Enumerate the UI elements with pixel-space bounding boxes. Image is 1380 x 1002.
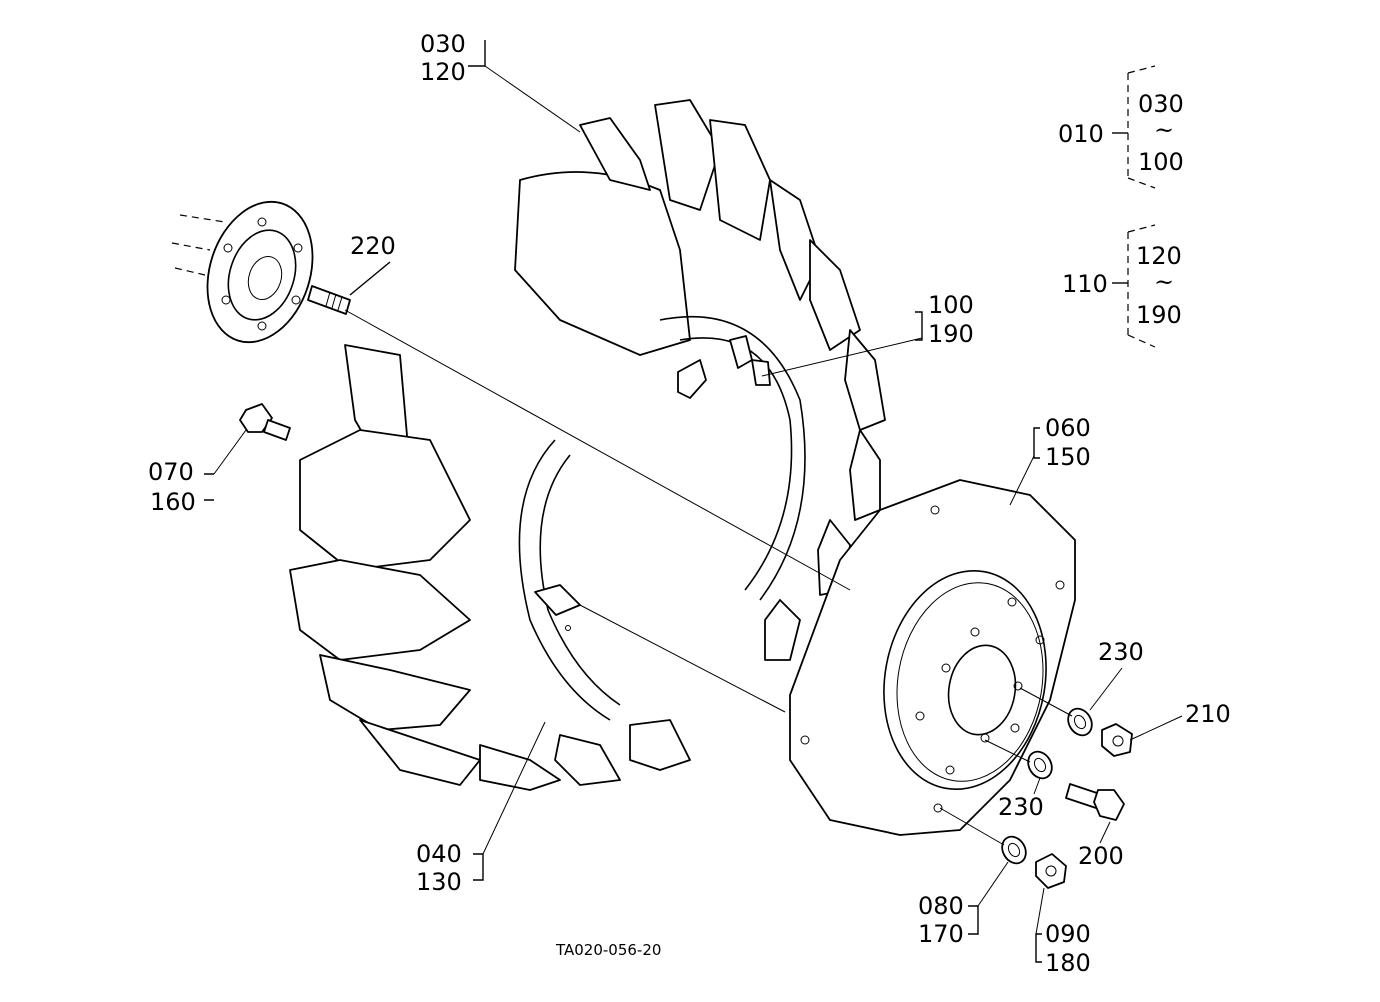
stud-bolt bbox=[307, 285, 351, 315]
part-label-160-bolt: 160 bbox=[150, 488, 196, 516]
assembly-label-010: 010 bbox=[1058, 120, 1104, 148]
axle-hub-flange bbox=[171, 200, 314, 344]
tire-upper-half bbox=[514, 99, 886, 661]
part-label-210-nut: 210 bbox=[1185, 700, 1231, 728]
part-label-230-washer-lower: 230 bbox=[998, 793, 1044, 821]
range-separator-010: ~ bbox=[1154, 116, 1174, 144]
part-label-060-disc: 060 bbox=[1045, 414, 1091, 442]
group-bracket-110 bbox=[1112, 224, 1156, 348]
tire-lower-half bbox=[289, 344, 691, 791]
part-label-230-washer-upper: 230 bbox=[1098, 638, 1144, 666]
part-label-150-disc: 150 bbox=[1045, 443, 1091, 471]
range-end-100: 100 bbox=[1138, 148, 1184, 176]
part-label-130-rim: 130 bbox=[416, 868, 462, 896]
part-label-170-washer: 170 bbox=[918, 920, 964, 948]
part-label-200-bolt: 200 bbox=[1078, 842, 1124, 870]
part-label-070-bolt: 070 bbox=[148, 458, 194, 486]
assembly-label-110: 110 bbox=[1062, 270, 1108, 298]
part-label-090-nut: 090 bbox=[1045, 920, 1091, 948]
part-label-100-tube: 100 bbox=[928, 291, 974, 319]
part-label-220-stud: 220 bbox=[350, 232, 396, 260]
part-label-120-tire: 120 bbox=[420, 58, 466, 86]
group-bracket-010 bbox=[1112, 65, 1156, 189]
range-separator-110: ~ bbox=[1154, 268, 1174, 296]
wheel-disc bbox=[789, 479, 1076, 836]
drawing-code: TA020-056-20 bbox=[555, 941, 661, 959]
part-label-190-tube: 190 bbox=[928, 320, 974, 348]
hex-bolt-070 bbox=[239, 403, 291, 441]
part-label-040-rim: 040 bbox=[416, 840, 462, 868]
part-label-080-washer: 080 bbox=[918, 892, 964, 920]
leader-lines bbox=[204, 40, 1183, 963]
fastener-set bbox=[1001, 707, 1133, 889]
range-end-190: 190 bbox=[1136, 301, 1182, 329]
range-start-120: 120 bbox=[1136, 242, 1182, 270]
range-start-030: 030 bbox=[1138, 90, 1184, 118]
part-label-030-tire: 030 bbox=[420, 30, 466, 58]
part-label-180-nut: 180 bbox=[1045, 949, 1091, 977]
